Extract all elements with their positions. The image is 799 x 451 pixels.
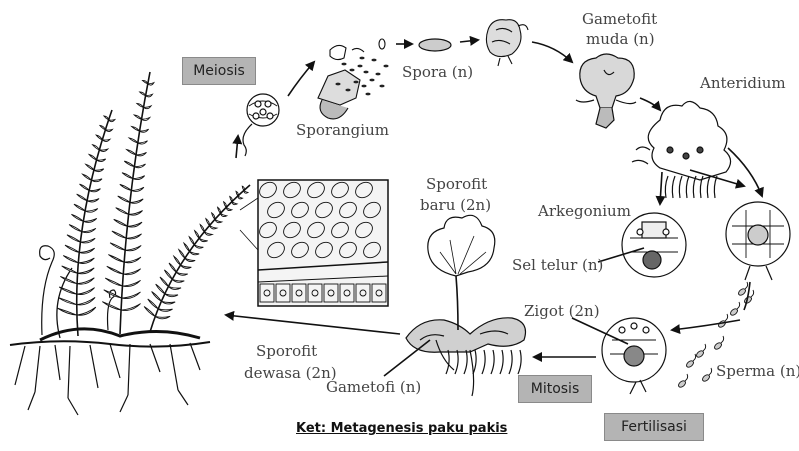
gametophyte-label: Gametofi (n) bbox=[326, 378, 422, 396]
gametophyte-sporophyte-illustration bbox=[405, 214, 527, 397]
sperm-label: Sperma (n) bbox=[716, 362, 799, 380]
diagram-caption: Ket: Metagenesis paku pakis bbox=[296, 421, 508, 436]
archegonium-label: Arkegonium bbox=[538, 202, 631, 220]
cycle-arrows bbox=[224, 35, 764, 377]
germinating-spore-illustration bbox=[485, 19, 529, 67]
mature-gametophyte-illustration bbox=[631, 100, 732, 199]
fern-pinnae bbox=[57, 80, 250, 320]
archegonium-illustration bbox=[621, 212, 687, 278]
young-gametophyte-illustration bbox=[575, 53, 637, 129]
spore-illustration bbox=[418, 38, 452, 52]
sporangium-label: Sporangium bbox=[296, 121, 389, 139]
meiosis-label-box: Meiosis bbox=[182, 57, 256, 85]
sperm-illustration bbox=[678, 281, 755, 388]
fertilization-label-box: Fertilisasi bbox=[604, 413, 704, 441]
antheridium-circle-illustration bbox=[725, 201, 791, 281]
adult-fern-illustration bbox=[9, 71, 251, 416]
mitosis-label-box: Mitosis bbox=[518, 375, 592, 403]
antheridium-label: Anteridium bbox=[700, 74, 786, 92]
adult-sporophyte-label-line1: Sporofit bbox=[256, 342, 318, 360]
young-gametophyte-label-line1: Gametofit bbox=[582, 10, 658, 28]
spore-label: Spora (n) bbox=[402, 63, 474, 81]
sporangium-illustration bbox=[242, 93, 280, 157]
adult-sporophyte-label-line2: dewasa (2n) bbox=[244, 364, 337, 382]
egg-cell-label: Sel telur (n) bbox=[512, 256, 604, 274]
leaf-section-illustration bbox=[239, 179, 389, 307]
zygote-label: Zigot (2n) bbox=[524, 302, 600, 320]
new-sporophyte-label-line2: baru (2n) bbox=[420, 196, 492, 214]
new-sporophyte-label-line1: Sporofit bbox=[426, 175, 488, 193]
spore-release-illustration bbox=[317, 38, 389, 120]
young-gametophyte-label-line2: muda (n) bbox=[586, 30, 655, 48]
fertilization-circle-illustration bbox=[601, 317, 667, 395]
